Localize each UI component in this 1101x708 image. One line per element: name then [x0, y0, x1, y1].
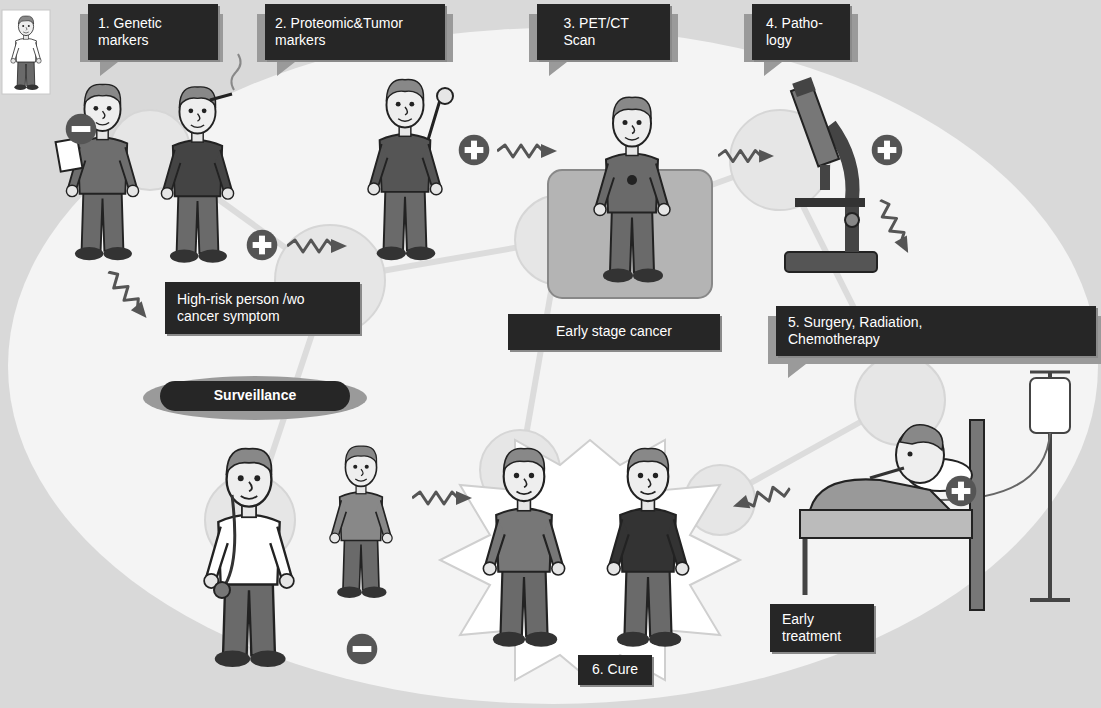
patient-in-bed [803, 530, 808, 595]
iv-drip [1030, 378, 1070, 433]
step-banner: 1. Genetic markers [88, 4, 218, 60]
flow-squiggle [731, 481, 792, 513]
person-low-risk [66, 84, 138, 260]
pet-ct-scanner [548, 97, 712, 298]
person-smoker [210, 94, 232, 100]
iv-drip [1030, 598, 1070, 602]
caption-box: High-risk person /wo cancer symptom [165, 282, 360, 334]
person-negative [330, 446, 392, 598]
node-label: 4. Patho- logy [766, 15, 836, 50]
sign-symbols [66, 114, 977, 665]
microscope [820, 165, 830, 190]
iv-drip [940, 372, 1070, 600]
flow-squiggle [412, 491, 472, 505]
sign-symbols [872, 135, 903, 166]
person-marker-positive [368, 80, 442, 261]
person-marker-positive [368, 80, 453, 261]
person-marker-positive [428, 100, 448, 140]
doctor [225, 495, 235, 585]
sign-symbols [66, 114, 97, 145]
cure-starburst [440, 440, 740, 680]
sign-symbols [347, 634, 378, 665]
doctor-icon [11, 16, 41, 90]
pet-ct-scanner [627, 175, 637, 185]
doctor-icon [2, 10, 50, 94]
step-banner: 6. Cure [578, 655, 652, 685]
step-banner: 3. PET/CT Scan [537, 4, 670, 60]
step-banner: 5. Surgery, Radiation, Chemotherapy [776, 306, 1096, 356]
patient-in-bed [900, 425, 943, 450]
node-label: Early stage cancer [556, 323, 672, 341]
node-label: High-risk person /wo cancer symptom [177, 291, 327, 326]
node-label: 3. PET/CT Scan [564, 15, 644, 50]
cured-people [607, 449, 688, 647]
sign-symbols [247, 230, 278, 261]
step-banner: 2. Proteomic&Tumor markers [265, 4, 445, 60]
step-banner: 4. Patho- logy [752, 4, 850, 60]
microscope [785, 252, 877, 272]
flow-squiggle [718, 149, 774, 162]
flow-squiggle [874, 197, 915, 257]
surveillance-pill: Surveillance [160, 381, 350, 411]
doctor [204, 449, 294, 667]
banner-wedge [80, 14, 1101, 378]
person-negative [330, 446, 392, 598]
person-smoker [161, 54, 240, 263]
microscope [845, 213, 859, 227]
sign-symbols [946, 476, 977, 507]
flow-squiggle [103, 268, 152, 323]
microscope [795, 198, 865, 207]
node-label: 6. Cure [592, 661, 638, 679]
person-smoker [161, 87, 233, 263]
patient-in-bed [800, 420, 984, 610]
caption-box: Early treatment [770, 604, 874, 652]
patient-in-bed [800, 510, 972, 538]
person-low-risk [56, 84, 139, 260]
iv-drip [1030, 371, 1070, 374]
person-marker-positive [437, 88, 453, 104]
cured-people [483, 449, 688, 647]
patient-in-bed [810, 479, 950, 510]
node-label: 2. Proteomic&Tumor markers [275, 15, 435, 50]
patient-in-bed [870, 468, 904, 478]
cure-starburst [440, 440, 740, 680]
person-smoker [231, 54, 240, 90]
flow-squiggle [497, 144, 557, 158]
node-label: Early treatment [782, 611, 862, 646]
node-label: 5. Surgery, Radiation, Chemotherapy [788, 314, 973, 349]
doctor [204, 449, 294, 667]
doctor [214, 582, 230, 598]
microscope [785, 77, 877, 272]
background [8, 28, 1098, 704]
cured-people [483, 449, 564, 647]
flow-squiggle [287, 239, 347, 253]
doctor-icon [2, 10, 50, 94]
caption-box: Early stage cancer [508, 314, 720, 350]
patient-in-bed [908, 452, 913, 457]
microscope [792, 77, 816, 97]
surveillance-shadow [143, 376, 367, 420]
node-label: 1. Genetic markers [98, 15, 208, 50]
node-label: Surveillance [214, 387, 297, 405]
surveillance-shadow [143, 376, 367, 420]
pet-ct-scanner [594, 97, 670, 282]
sign-symbols [459, 135, 490, 166]
